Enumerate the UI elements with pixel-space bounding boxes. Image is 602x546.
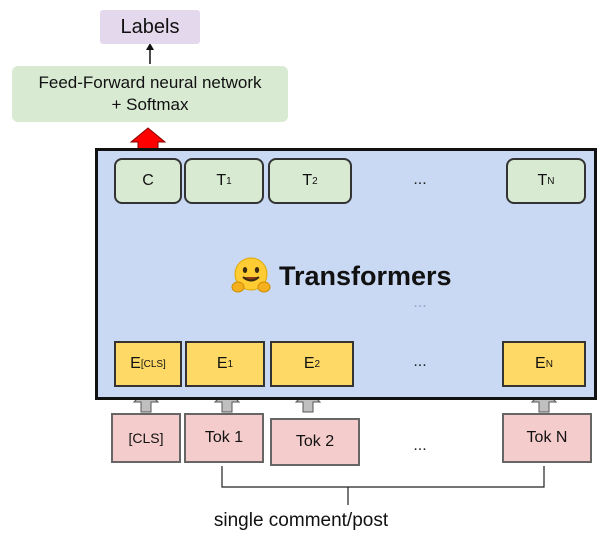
hugging-face-icon (231, 257, 271, 293)
embedding-ellipsis: ... (413, 353, 427, 370)
output-box-c: C (114, 158, 182, 204)
embedding-cls-sub: [CLS] (140, 358, 166, 370)
embedding-e2-sub: 2 (314, 358, 321, 370)
embedding-e1-sub: 1 (227, 358, 234, 370)
input-caption: single comment/post (213, 510, 389, 531)
labels-text: Labels (120, 15, 180, 38)
output-tn-base: T (537, 172, 548, 189)
transformers-title-text: Transformers (279, 260, 452, 291)
token-box-n: Tok N (502, 413, 592, 463)
transformers-title: Transformers (229, 254, 452, 298)
input-bracket (221, 466, 545, 505)
token-cls-label: [CLS] (128, 430, 164, 446)
top-ellipsis: ... (413, 171, 427, 188)
embedding-box-cls: E[CLS] (114, 341, 182, 387)
embedding-cls-base: E (130, 355, 141, 372)
token-2-label: Tok 2 (295, 433, 335, 450)
token-ellipsis: ... (413, 437, 427, 454)
output-t2-sub: 2 (312, 175, 318, 187)
token-1-label: Tok 1 (204, 429, 244, 446)
ffnn-softmax-box: Feed-Forward neural network + Softmax (12, 66, 288, 122)
output-c-label: C (142, 172, 154, 189)
output-t1-sub: 1 (226, 175, 232, 187)
middle-ellipsis: ... (413, 294, 427, 311)
ffnn-line-2: + Softmax (111, 95, 189, 114)
ffnn-line-1: Feed-Forward neural network (38, 73, 262, 92)
token-box-cls: [CLS] (111, 413, 181, 463)
output-t2-base: T (302, 172, 313, 189)
arrow-to-labels-head (146, 43, 154, 50)
embedding-e1-base: E (216, 355, 228, 372)
token-box-1: Tok 1 (184, 413, 264, 463)
output-t1-base: T (216, 172, 227, 189)
embedding-en-sub: N (545, 358, 553, 370)
token-box-2: Tok 2 (270, 418, 360, 466)
token-n-label: Tok N (526, 429, 568, 446)
output-tn-sub: N (547, 175, 555, 187)
embedding-en-base: E (535, 355, 546, 372)
labels-box: Labels (100, 10, 200, 44)
embedding-e2-base: E (303, 355, 315, 372)
